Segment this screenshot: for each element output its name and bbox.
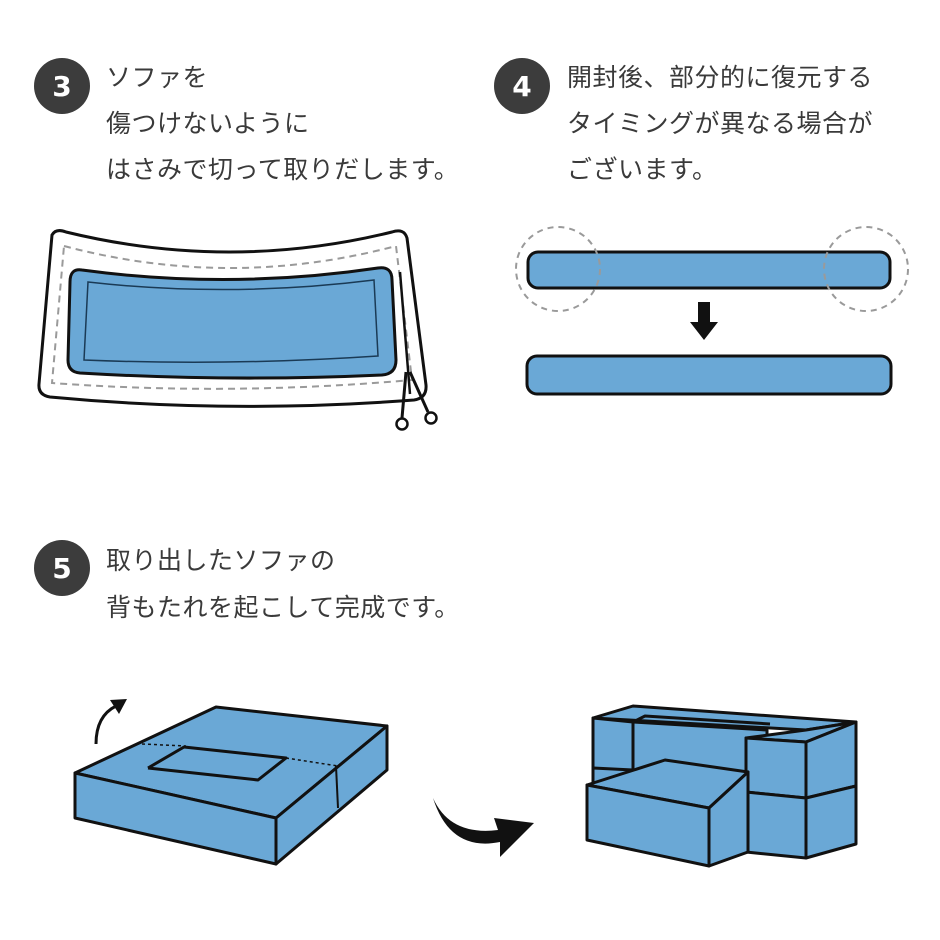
armrest-lower-side <box>804 784 858 860</box>
compressed-sofa <box>66 266 398 380</box>
step-4-text-line-2: タイミングが異なる場合が <box>567 109 874 138</box>
right-end-highlight <box>823 226 909 312</box>
step-3-text-line-1: ソファを <box>106 63 209 92</box>
step-5-text-line-2: 背もたれを起こして完成です。 <box>106 593 460 622</box>
step-4-text-line-3: ございます。 <box>567 155 718 184</box>
fold-line-left <box>141 743 187 747</box>
scissors-icon <box>395 371 438 431</box>
folded-sofa-right-divider <box>335 765 339 809</box>
cushion-after <box>525 354 893 396</box>
step-4-illustration <box>515 226 909 396</box>
step-5-badge: 5 <box>34 540 90 596</box>
armrest-upper-front <box>744 736 808 800</box>
step-3-text-line-2: 傷つけないように <box>106 109 310 138</box>
step-5-illustration <box>73 699 858 868</box>
step-4-badge: 4 <box>494 58 550 114</box>
step-5-text-line-1: 取り出したソファの <box>106 546 336 575</box>
cut-line <box>398 271 412 395</box>
step-4-text-line-1: 開封後、部分的に復元する <box>567 63 874 92</box>
compressed-sofa-inner-seam <box>83 279 379 363</box>
cushion-before <box>526 250 892 290</box>
left-end-highlight <box>515 226 601 312</box>
down-arrow-icon <box>690 302 718 340</box>
seat-side <box>707 770 750 868</box>
rotate-arrow-head <box>110 699 127 714</box>
armrest-lower-front <box>744 790 808 860</box>
folded-sofa <box>73 705 389 866</box>
backrest-inner-edge <box>632 714 771 726</box>
folded-sofa-right <box>274 724 389 866</box>
step-3-text-line-3: はさみで切って取りだします。 <box>106 155 460 184</box>
assembled-sofa <box>585 704 858 868</box>
step-3-badge: 3 <box>34 58 90 114</box>
rotate-arrow-icon <box>94 704 117 745</box>
fold-line-right <box>285 757 339 767</box>
step-3-illustration <box>37 229 438 431</box>
curved-arrow-icon <box>433 798 534 857</box>
